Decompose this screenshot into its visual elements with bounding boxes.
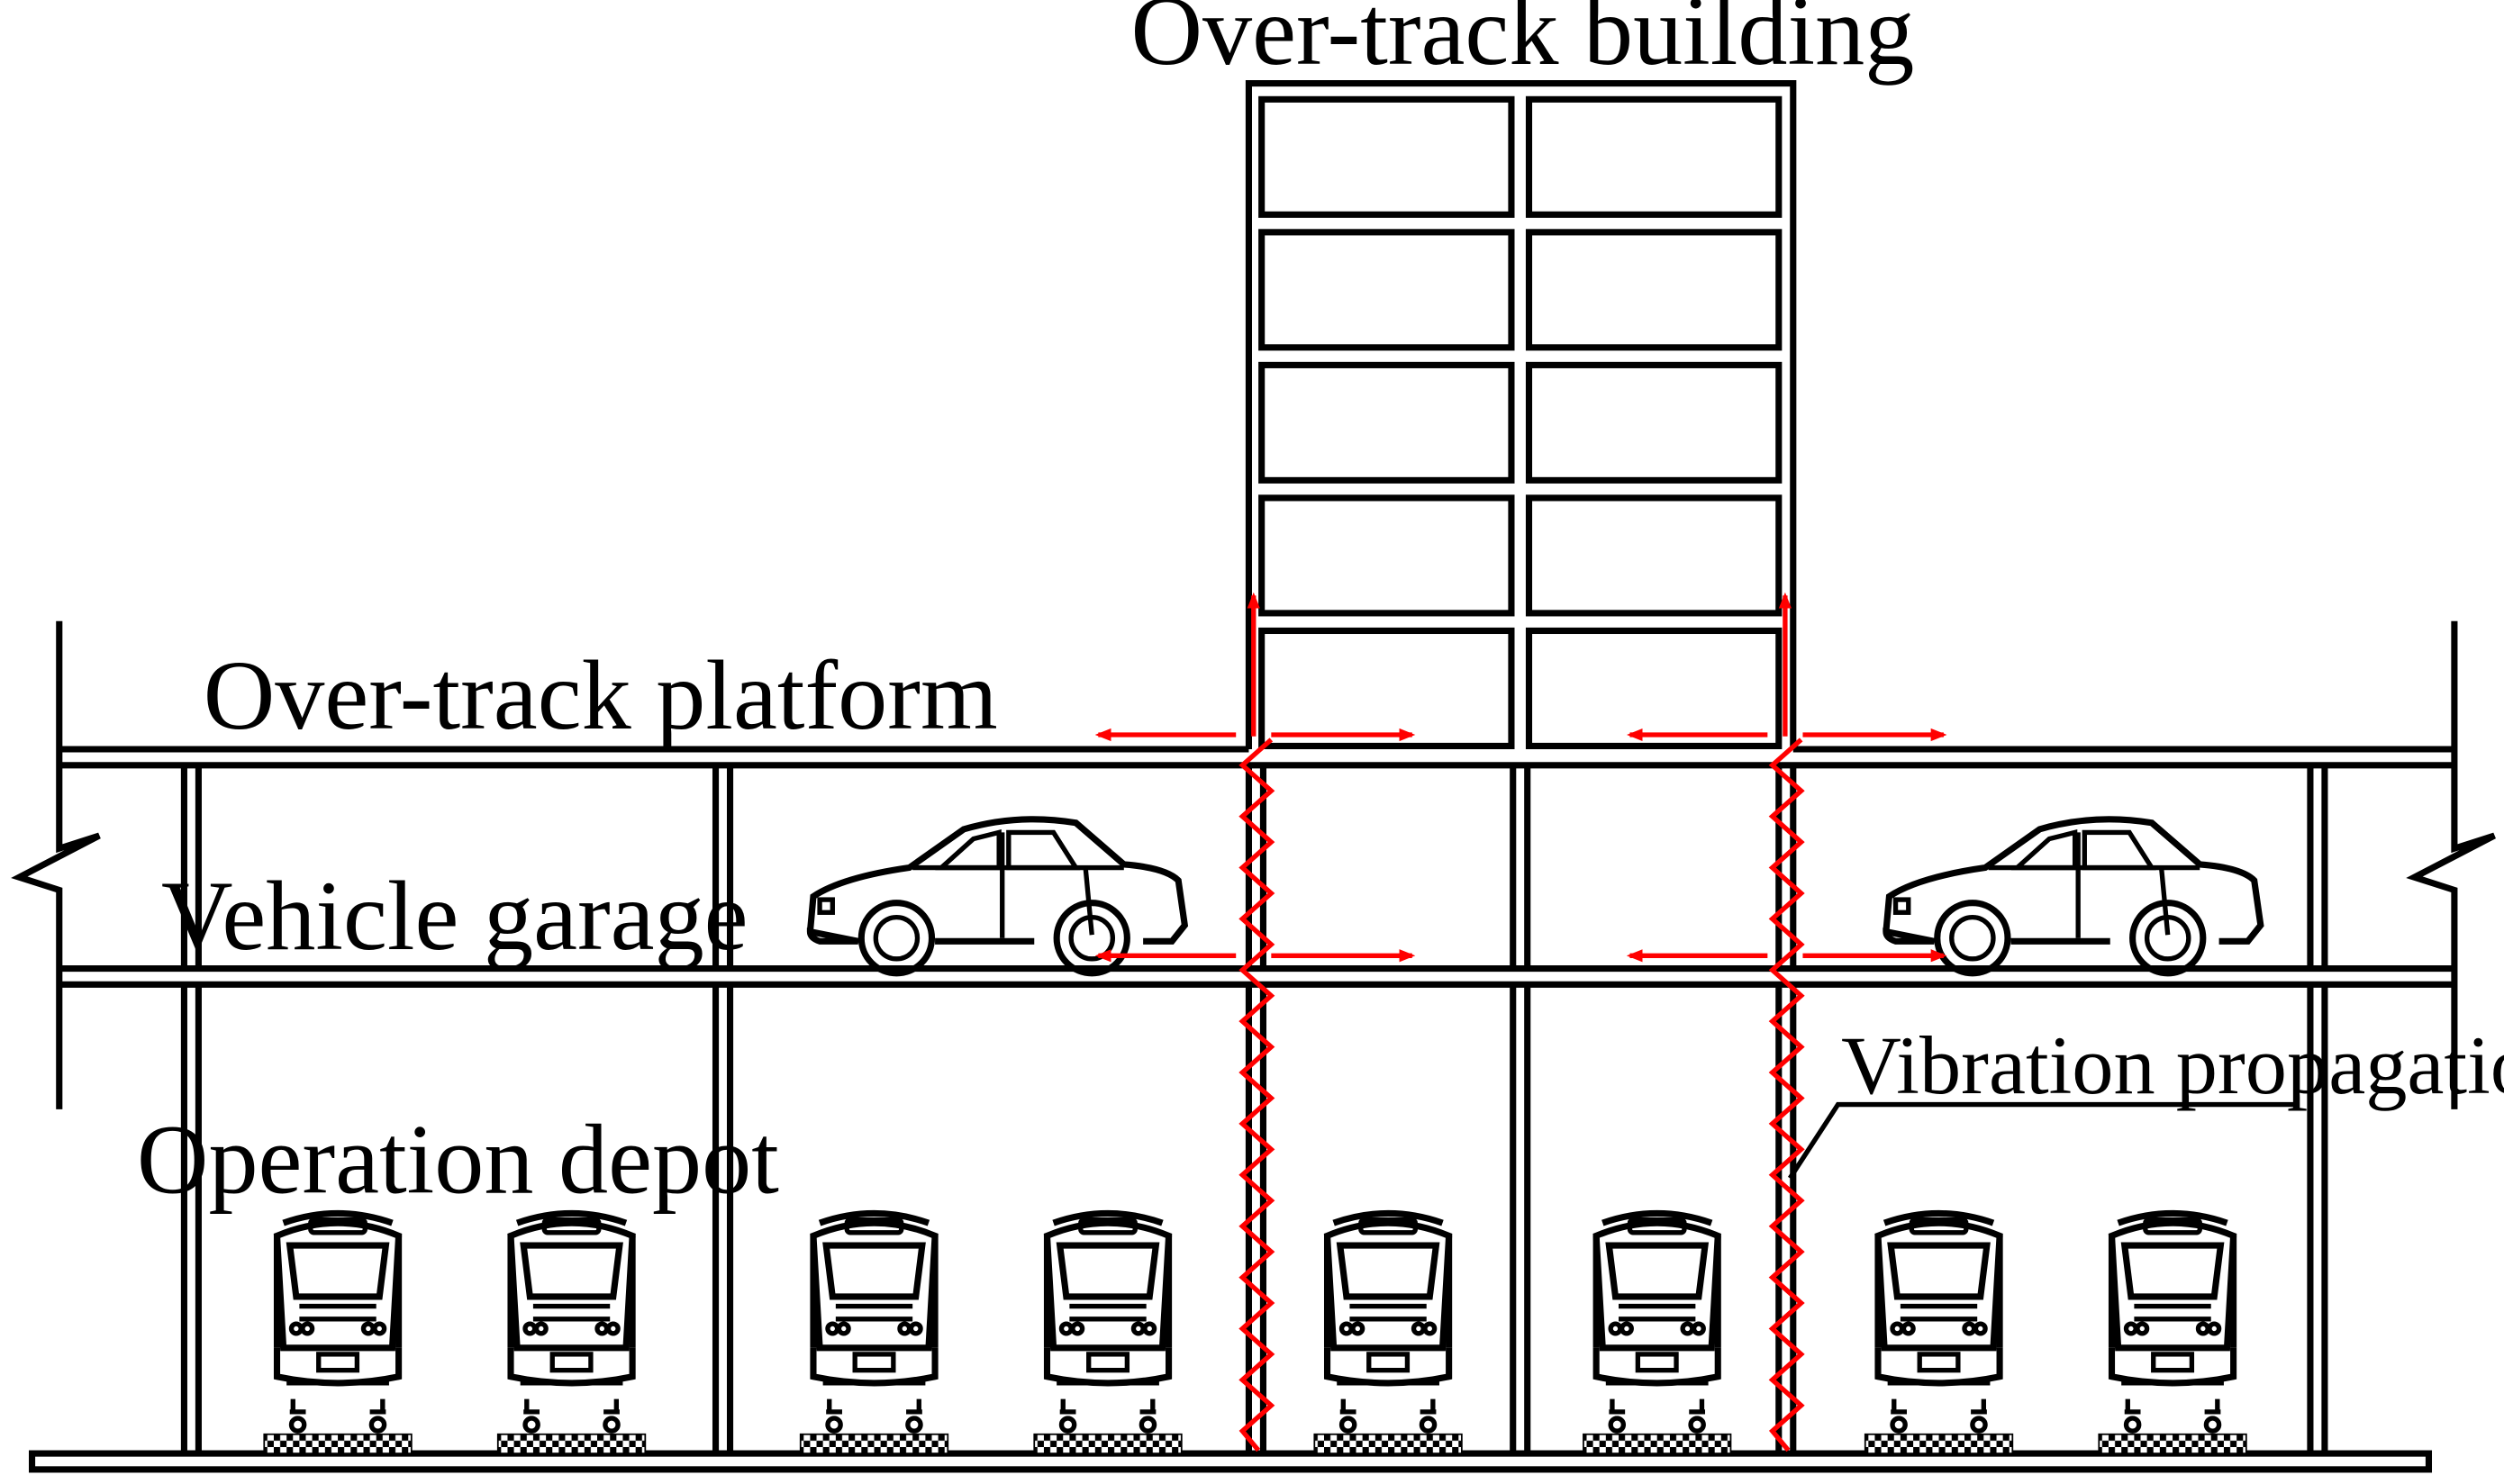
vibration-zigzag-right	[1768, 737, 1805, 1452]
vibration-leader-line	[1788, 1101, 2300, 1180]
train	[801, 1213, 948, 1453]
train	[1865, 1213, 2013, 1453]
train	[498, 1213, 646, 1453]
building-label: Over-track building	[1130, 0, 1914, 86]
ground-slab	[28, 1450, 2433, 1473]
train	[264, 1213, 412, 1453]
train	[1314, 1213, 1462, 1453]
vibration-label: Vibration propagation	[1841, 1019, 2504, 1111]
vibration-paths	[1094, 592, 1947, 1452]
car-left	[810, 819, 1184, 973]
platform-label: Over-track platform	[204, 640, 998, 750]
right-break-line	[2406, 620, 2496, 1109]
vibration-zigzag-left	[1238, 737, 1275, 1452]
train	[2099, 1213, 2246, 1453]
garage-label: Vehicle garage	[161, 861, 748, 971]
over-track-building	[1245, 80, 1797, 749]
depot-label: Operation depot	[137, 1104, 779, 1214]
left-break-line	[11, 620, 101, 1109]
train	[1034, 1213, 1182, 1453]
building-rooms	[1258, 95, 1783, 749]
car-right	[1886, 819, 2261, 973]
train	[1583, 1213, 1731, 1453]
